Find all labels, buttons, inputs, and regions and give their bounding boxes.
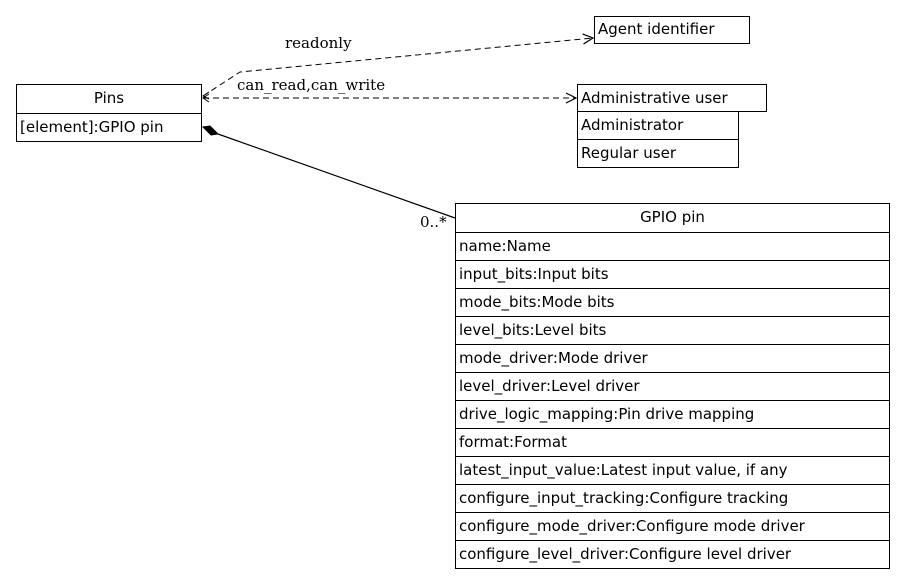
edge-composition (217, 133, 456, 219)
node-gpio-pin-field: name:Name (456, 232, 889, 260)
node-pins-field: [element]:GPIO pin (17, 113, 201, 141)
node-administrative-user-field: Administrator (577, 112, 739, 140)
node-pins-title: Pins (93, 89, 125, 107)
node-administrative-user-field: Regular user (577, 140, 739, 168)
node-administrative-user[interactable]: Administrative user Administrator Regula… (577, 84, 767, 168)
node-agent-identifier-title: Agent identifier (598, 20, 715, 38)
node-gpio-pin-field: level_bits:Level bits (456, 316, 889, 344)
node-gpio-pin-title: GPIO pin (640, 208, 705, 226)
edge-label-multiplicity: 0..* (420, 213, 447, 231)
node-gpio-pin-field: format:Format (456, 428, 889, 456)
composition-diamond-icon (201, 125, 220, 136)
node-pins[interactable]: Pins [element]:GPIO pin (16, 84, 202, 142)
node-gpio-pin-field: drive_logic_mapping:Pin drive mapping (456, 400, 889, 428)
node-gpio-pin-field: configure_mode_driver:Configure mode dri… (456, 512, 889, 540)
edge-readonly (202, 38, 593, 97)
node-gpio-pin-field: mode_driver:Mode driver (456, 344, 889, 372)
node-gpio-pin-field: level_driver:Level driver (456, 372, 889, 400)
edge-label-can-read-write: can_read,can_write (237, 76, 386, 94)
node-administrative-user-title: Administrative user (577, 84, 767, 112)
node-gpio-pin-field: configure_level_driver:Configure level d… (456, 540, 889, 568)
node-gpio-pin-field: configure_input_tracking:Configure track… (456, 484, 889, 512)
node-gpio-pin-field: input_bits:Input bits (456, 260, 889, 288)
node-agent-identifier[interactable]: Agent identifier (594, 16, 750, 44)
edge-label-readonly: readonly (285, 34, 352, 52)
node-gpio-pin-field: latest_input_value:Latest input value, i… (456, 456, 889, 484)
node-gpio-pin[interactable]: GPIO pin name:Name input_bits:Input bits… (455, 203, 890, 569)
node-gpio-pin-field: mode_bits:Mode bits (456, 288, 889, 316)
edge-can-read-write-tail (202, 93, 210, 103)
